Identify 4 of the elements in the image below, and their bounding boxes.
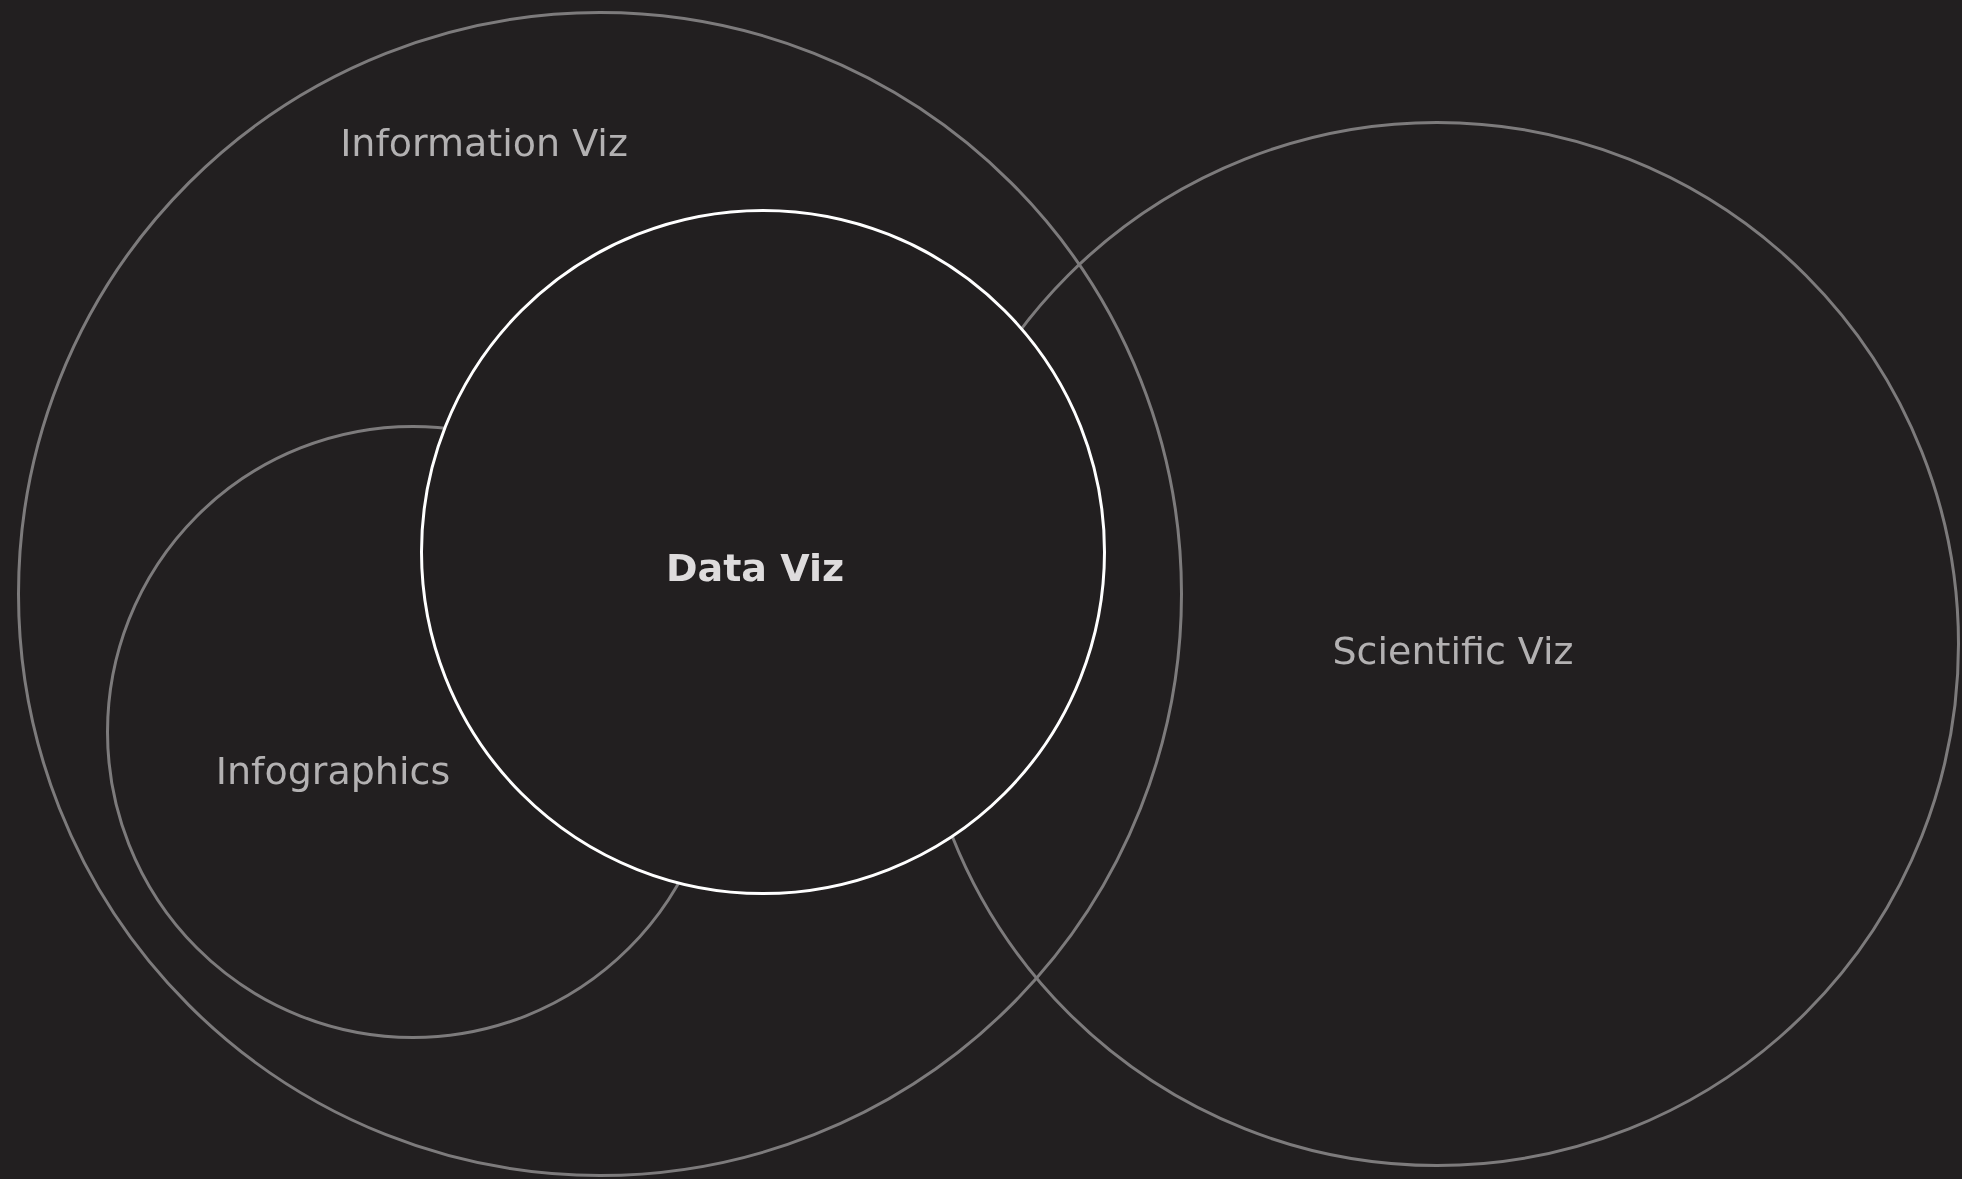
set-label: Data Viz <box>665 548 845 590</box>
set-label: Information Viz <box>340 123 628 165</box>
set-label: Infographics <box>215 751 451 793</box>
set-label: Scientific Viz <box>1332 631 1574 673</box>
